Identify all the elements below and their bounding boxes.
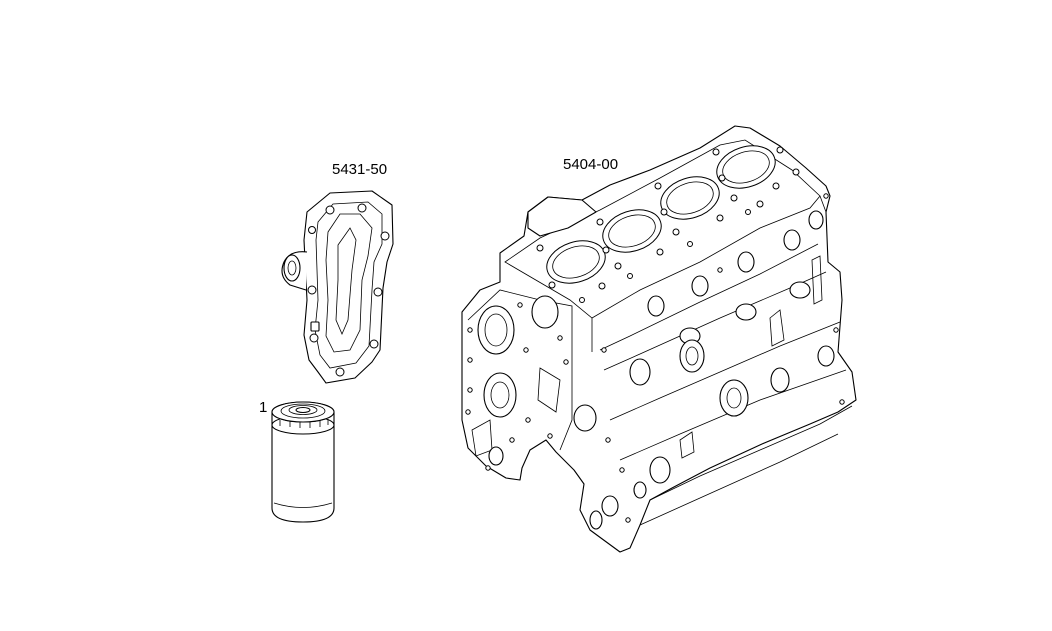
oil-filter-illustration [271, 401, 335, 523]
label-item-1: 1 [259, 399, 268, 416]
label-part-5431-50: 5431-50 [332, 161, 388, 178]
oil-cooler-cover-illustration [281, 190, 394, 384]
engine-block-illustration [461, 125, 857, 553]
label-part-5404-00: 5404-00 [563, 156, 619, 173]
